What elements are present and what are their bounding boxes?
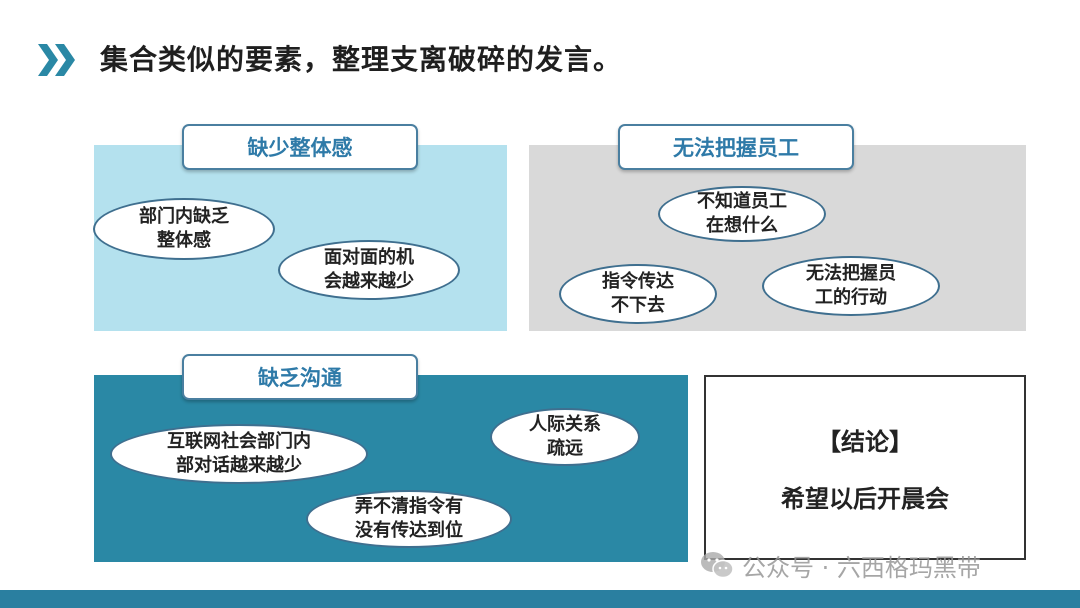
group-label-lack-unity: 缺少整体感 xyxy=(182,124,418,170)
group-label-cannot-grasp-staff: 无法把握员工 xyxy=(618,124,854,170)
idea-bubble: 部门内缺乏 整体感 xyxy=(93,198,275,260)
idea-bubble: 指令传达 不下去 xyxy=(559,264,717,324)
idea-bubble: 不知道员工 在想什么 xyxy=(658,186,826,242)
watermark: 公众号 · 六西格玛黑带 xyxy=(700,548,981,582)
idea-bubble: 人际关系 疏远 xyxy=(490,408,640,466)
watermark-text: 公众号 · 六西格玛黑带 xyxy=(742,553,981,582)
idea-bubble: 无法把握员 工的行动 xyxy=(762,256,940,316)
conclusion-text: 希望以后开晨会 xyxy=(781,484,949,513)
double-chevron-right-icon xyxy=(38,44,75,76)
wechat-logo-icon xyxy=(701,552,734,579)
conclusion-heading: 【结论】 xyxy=(817,427,913,456)
conclusion-box: 【结论】 希望以后开晨会 xyxy=(704,375,1026,560)
idea-bubble: 弄不清指令有 没有传达到位 xyxy=(306,490,512,548)
group-label-lack-communication: 缺乏沟通 xyxy=(182,354,418,400)
slide-title: 集合类似的要素，整理支离破碎的发言。 xyxy=(100,43,623,76)
idea-bubble: 互联网社会部门内 部对话越来越少 xyxy=(110,424,368,484)
idea-bubble: 面对面的机 会越来越少 xyxy=(278,240,460,300)
bottom-accent-bar xyxy=(0,590,1080,608)
